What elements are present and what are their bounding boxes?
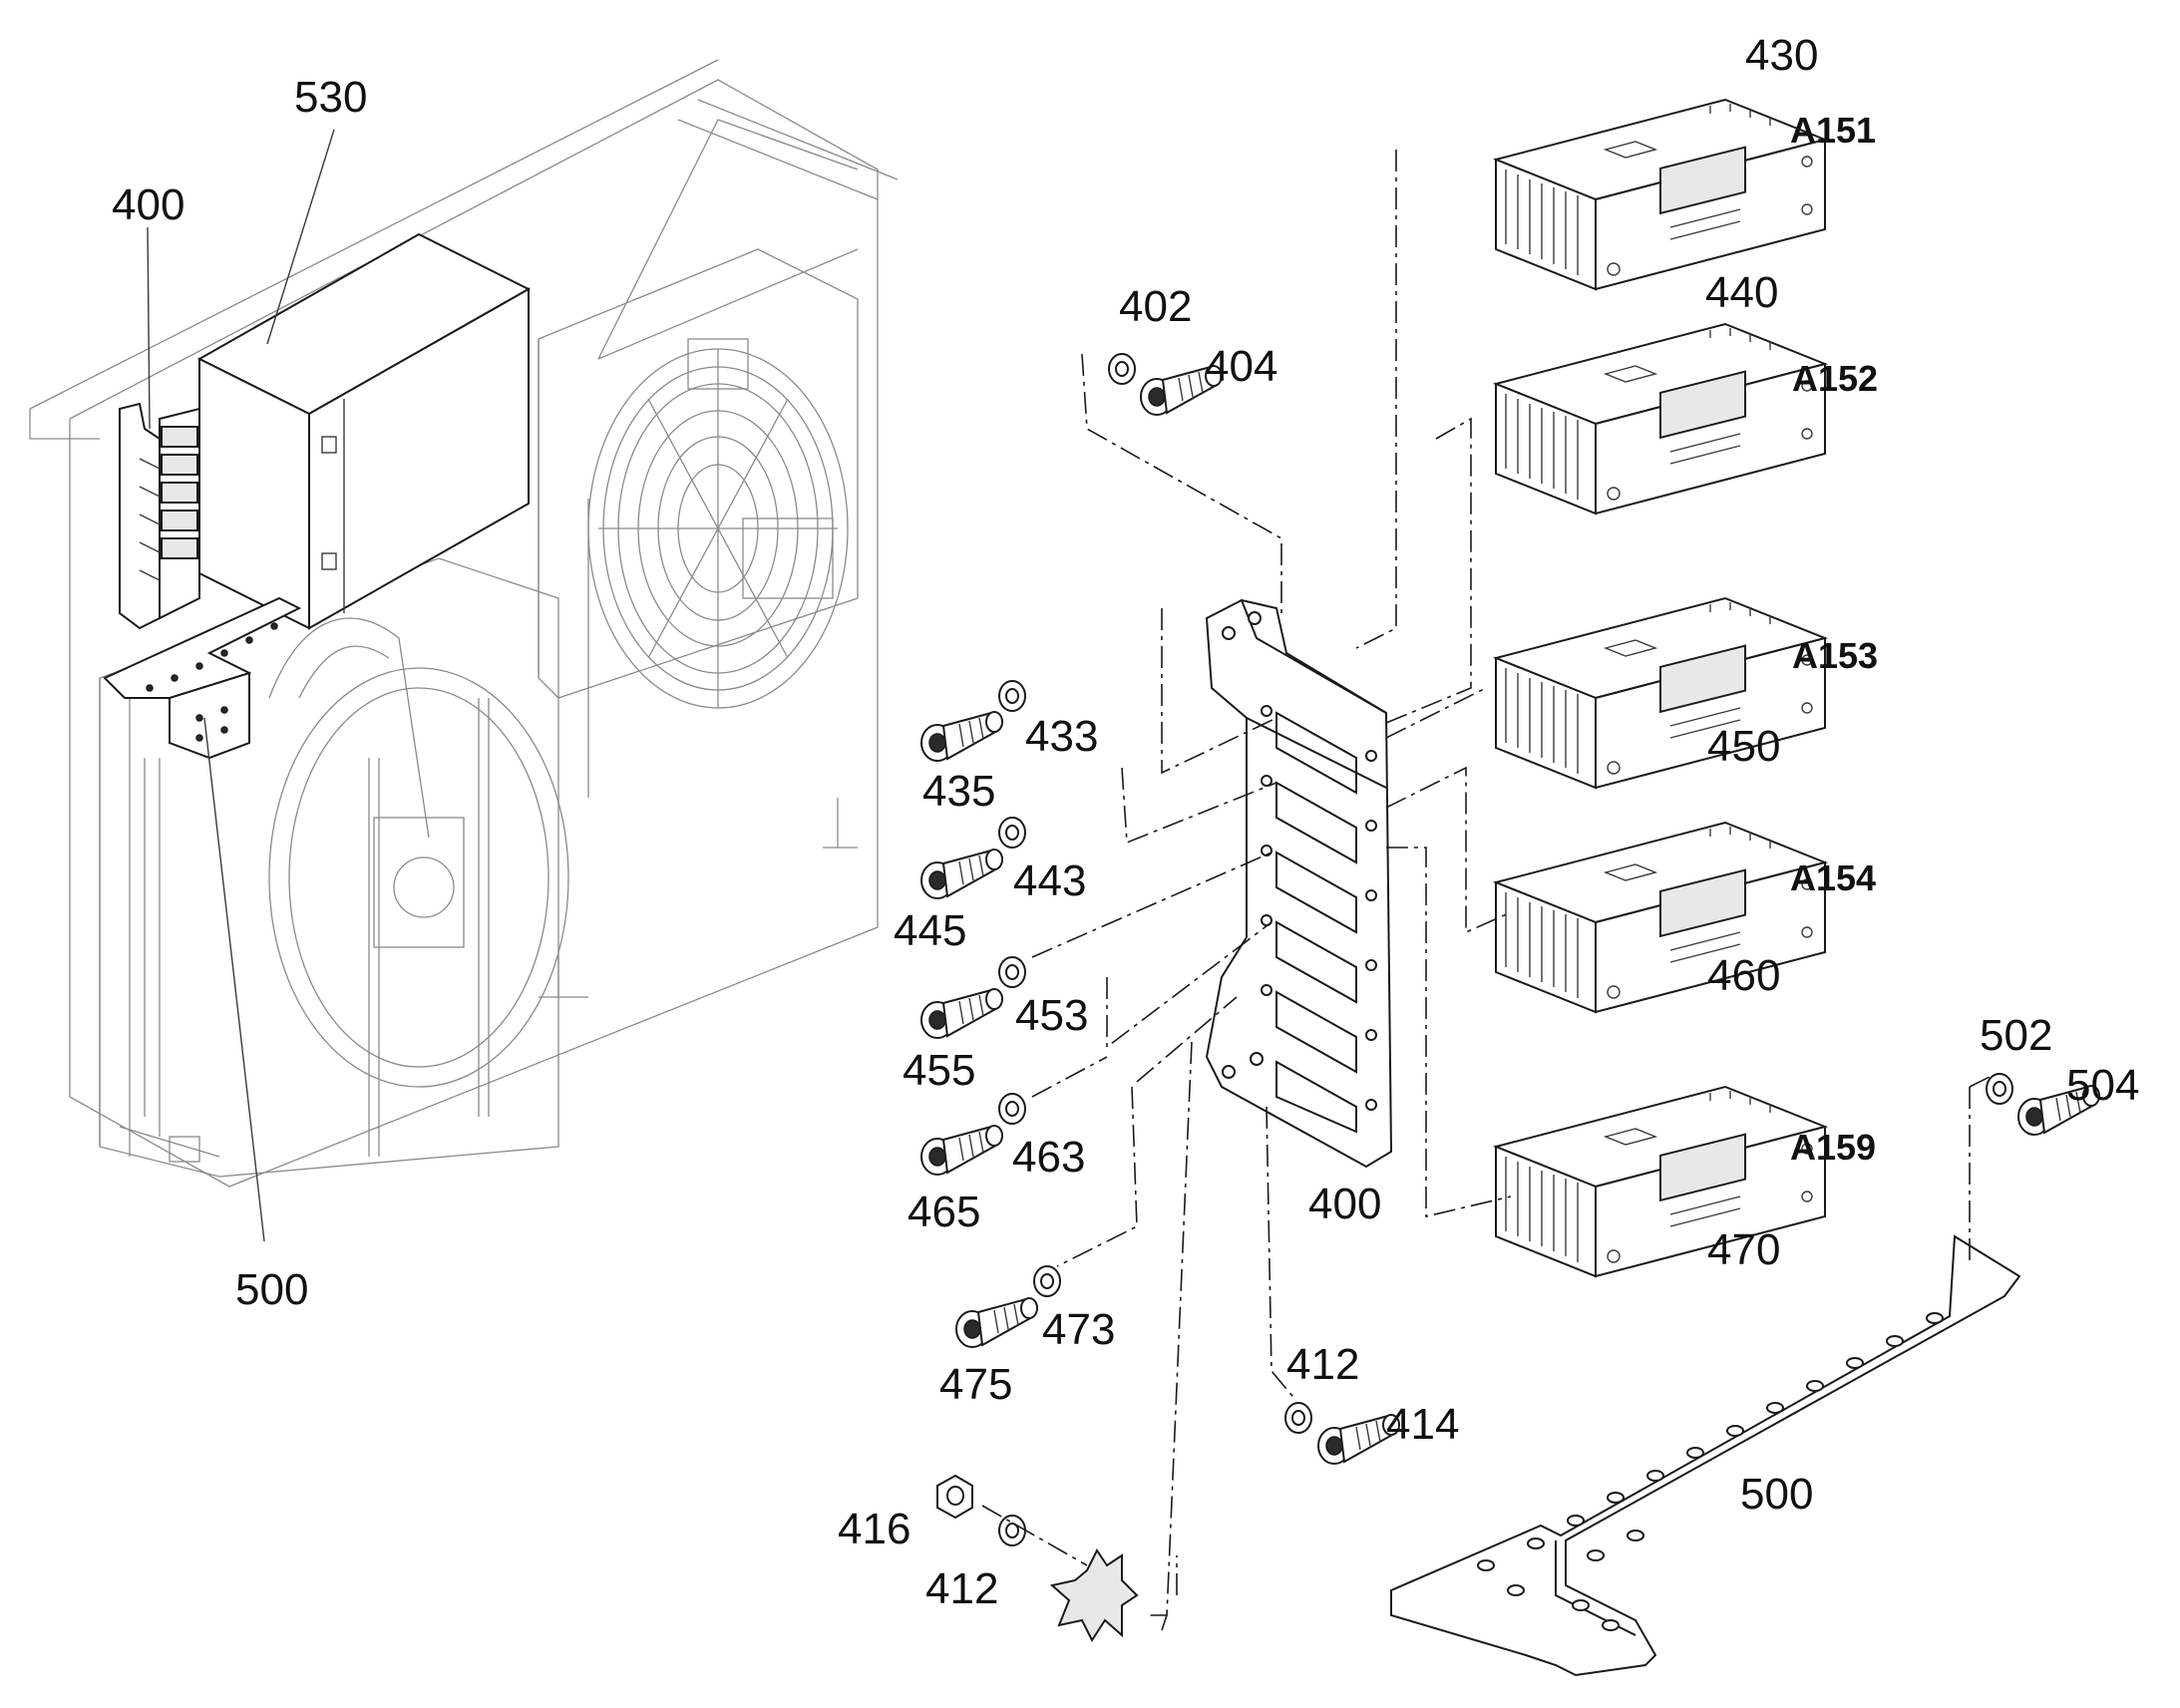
ref-a153: A153 [1792, 635, 1878, 676]
bracket-400 [1205, 598, 1393, 1169]
ref-a159: A159 [1790, 1127, 1876, 1168]
label-412-bottom: 412 [925, 1564, 998, 1613]
label-473: 473 [1042, 1305, 1115, 1354]
plate-500-assembled [103, 596, 302, 760]
label-465: 465 [908, 1188, 980, 1236]
ref-a154: A154 [1790, 857, 1876, 898]
label-470: 470 [1707, 1225, 1780, 1274]
label-435: 435 [922, 767, 995, 816]
washer-412-bottom [998, 1515, 1026, 1546]
washer-402 [1108, 353, 1136, 385]
label-450: 450 [1707, 722, 1780, 771]
assembly-view [29, 59, 899, 1242]
label-404: 404 [1205, 342, 1277, 391]
label-500-exploded: 500 [1740, 1470, 1813, 1519]
nut-416 [936, 1474, 973, 1520]
ref-a152: A152 [1792, 358, 1878, 399]
screw-445 [920, 849, 1003, 899]
label-402: 402 [1119, 282, 1192, 331]
washer-443 [998, 817, 1026, 849]
washer-473 [1033, 1265, 1061, 1297]
label-475: 475 [939, 1360, 1012, 1409]
screw-465 [920, 1125, 1003, 1176]
screw-435 [920, 711, 1003, 762]
leader-500 [203, 717, 265, 1242]
label-500-assembly: 500 [235, 1265, 308, 1314]
washer-412-top [1284, 1402, 1312, 1434]
center-lines [981, 150, 1991, 1631]
screw-455 [920, 988, 1003, 1039]
label-443: 443 [1013, 856, 1086, 905]
label-530: 530 [294, 73, 367, 122]
label-460: 460 [1707, 951, 1780, 1000]
electrical-box-530 [196, 232, 532, 630]
label-455: 455 [903, 1046, 975, 1095]
leader-530 [266, 129, 335, 345]
washer-502 [1986, 1073, 2013, 1105]
label-400-exploded: 400 [1308, 1180, 1381, 1228]
screw-475 [955, 1297, 1038, 1348]
leader-400 [147, 226, 151, 430]
label-433: 433 [1025, 712, 1098, 761]
label-463: 463 [1012, 1133, 1085, 1182]
ref-a151: A151 [1790, 110, 1876, 151]
label-445: 445 [894, 906, 966, 955]
ecu-module-430 [1495, 99, 1826, 290]
fasteners [920, 353, 2100, 1643]
label-416: 416 [838, 1505, 910, 1553]
label-440: 440 [1705, 268, 1778, 317]
washer-453 [998, 956, 1026, 988]
label-414: 414 [1386, 1400, 1459, 1449]
washer-463 [998, 1093, 1026, 1125]
bracket-400-assembled [119, 402, 200, 630]
ecu-module-440 [1495, 323, 1826, 514]
label-502: 502 [1980, 1011, 2052, 1060]
label-430: 430 [1745, 31, 1818, 80]
star-clamp [1049, 1548, 1139, 1643]
plate-500 [1390, 1234, 2021, 1677]
label-412-top: 412 [1286, 1340, 1359, 1389]
washer-433 [998, 680, 1026, 712]
label-453: 453 [1015, 991, 1088, 1040]
label-504: 504 [2066, 1061, 2139, 1110]
label-400-assembly: 400 [112, 180, 184, 229]
